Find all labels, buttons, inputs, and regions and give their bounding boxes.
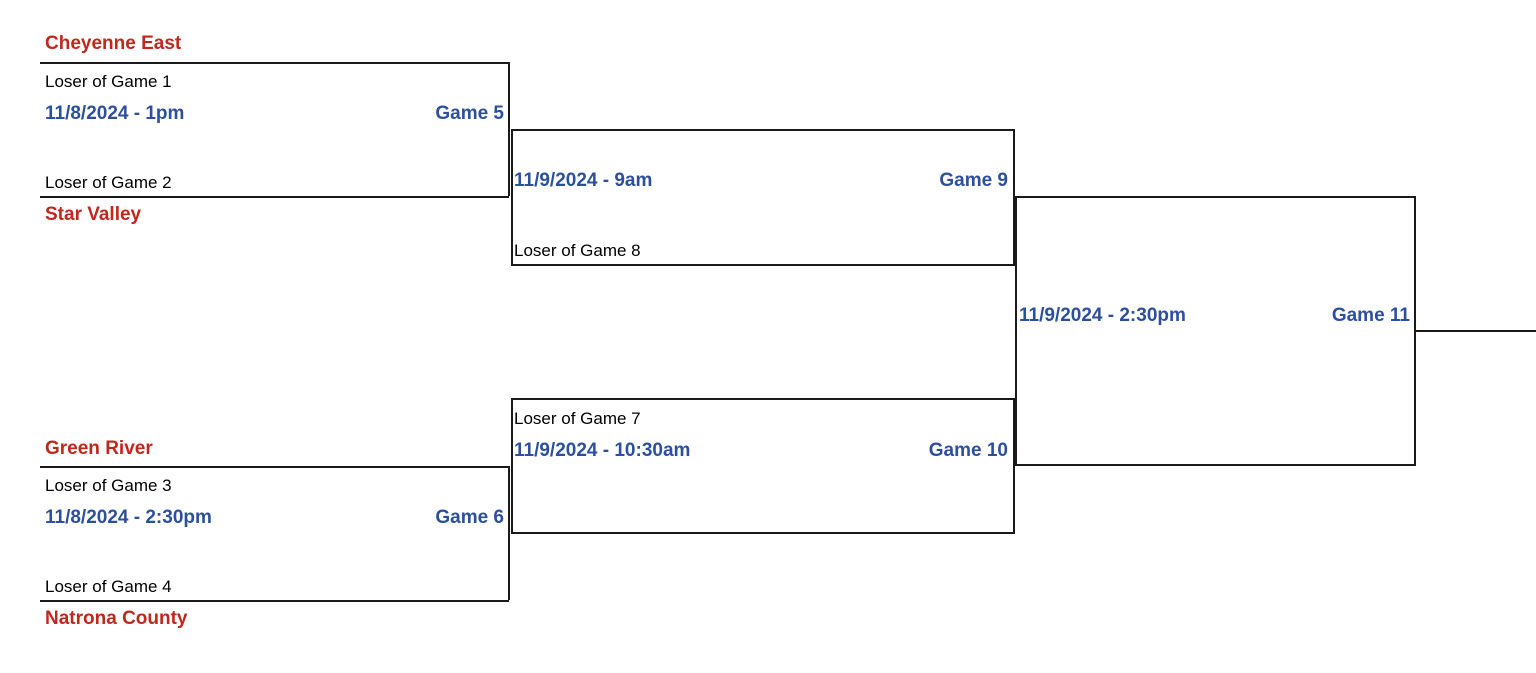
game-11-bottom-line (1015, 464, 1415, 466)
feeder-loser-of-game-2: Loser of Game 2 (45, 173, 172, 192)
team-name-green-river: Green River (45, 438, 153, 459)
game-9-top-line (511, 129, 1015, 131)
game-5-right-connector (508, 62, 510, 196)
champion-outlet-line (1414, 330, 1536, 332)
game-11-datetime: 11/9/2024 - 2:30pm (1019, 305, 1186, 326)
game-5-label: Game 5 (435, 103, 504, 124)
game-11-top-line (1015, 196, 1415, 198)
game-6-bottom-line (40, 600, 509, 602)
team-name-star-valley: Star Valley (45, 204, 142, 225)
feeder-loser-of-game-3: Loser of Game 3 (45, 476, 172, 495)
feeder-loser-of-game-8: Loser of Game 8 (514, 241, 641, 260)
game-5-datetime: 11/8/2024 - 1pm (45, 103, 185, 124)
game-10-right-connector (1013, 398, 1015, 534)
game-10-label: Game 10 (928, 440, 1008, 461)
game-6-right-connector (508, 466, 510, 600)
game-11-label: Game 11 (1331, 305, 1410, 326)
game-10-bottom-line (511, 532, 1015, 534)
game-11-left-edge (1015, 196, 1017, 466)
game-5-bottom-line (40, 196, 509, 198)
game-10-datetime: 11/9/2024 - 10:30am (514, 440, 691, 461)
game-10-top-line (511, 398, 1015, 400)
feeder-loser-of-game-4: Loser of Game 4 (45, 577, 172, 596)
team-name-natrona-county: Natrona County (45, 608, 188, 629)
game-6-top-line (40, 466, 509, 468)
feeder-loser-of-game-1: Loser of Game 1 (45, 72, 172, 91)
feeder-loser-of-game-7: Loser of Game 7 (514, 409, 641, 428)
game-10-left-edge (511, 398, 513, 534)
game-6-datetime: 11/8/2024 - 2:30pm (45, 507, 212, 528)
game-9-datetime: 11/9/2024 - 9am (514, 170, 653, 191)
game-6-label: Game 6 (435, 507, 504, 528)
game-9-bottom-line (511, 264, 1015, 266)
game-9-label: Game 9 (939, 170, 1008, 191)
game-5-top-line (40, 62, 509, 64)
game-9-left-edge (511, 129, 513, 265)
team-name-cheyenne-east: Cheyenne East (45, 33, 182, 54)
game-9-right-connector (1013, 129, 1015, 265)
